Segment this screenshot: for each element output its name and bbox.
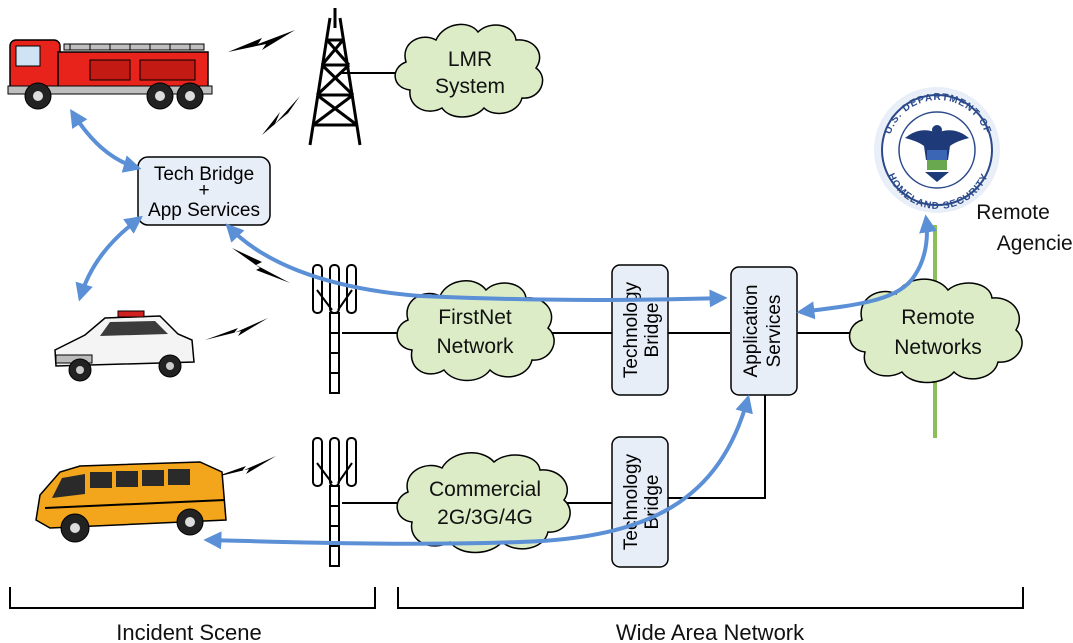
- tech-bridge-app-services-box: Tech Bridge + App Services: [137, 156, 271, 226]
- cloud-lmr: LMR System: [394, 23, 544, 118]
- cloud-commercial-line2: 2G/3G/4G: [437, 506, 533, 529]
- wide-area-network-bracket: [397, 587, 1024, 609]
- cloud-firstnet-line1: FirstNet: [438, 306, 512, 329]
- fire-truck-icon: [7, 39, 213, 110]
- radio-tower-icon: [308, 8, 362, 146]
- cloud-remote-networks-line2: Networks: [894, 336, 982, 359]
- application-services-box: Application Services: [730, 266, 798, 396]
- technology-bridge-bottom-box: Technology Bridge: [611, 436, 669, 568]
- cloud-lmr-line2: System: [435, 75, 505, 98]
- brackets: [9, 587, 1024, 609]
- cloud-lmr-line1: LMR: [448, 48, 492, 71]
- application-services-line2: Services: [764, 295, 785, 368]
- cloud-commercial-line1: Commercial: [429, 478, 541, 501]
- data-flow-arrows: [70, 108, 937, 550]
- dhs-seal-icon: U.S. DEPARTMENT OF HOMELAND SECURITY: [874, 87, 1000, 213]
- technology-bridge-top-line1: Technology: [621, 281, 642, 378]
- remote-agencies-label-line1: Remote: [976, 201, 1050, 224]
- wide-area-network-label: Wide Area Network: [616, 620, 805, 643]
- incident-scene-label: Incident Scene: [116, 620, 262, 643]
- tech-bridge-line3: App Services: [148, 200, 260, 221]
- technology-bridge-bottom-line1: Technology: [621, 453, 642, 550]
- cloud-remote-networks: Remote Networks: [848, 278, 1023, 384]
- cloud-remote-networks-line1: Remote: [901, 306, 975, 329]
- cloud-firstnet-line2: Network: [436, 335, 514, 358]
- tech-bridge-line2: +: [198, 180, 209, 201]
- technology-bridge-top-box: Technology Bridge: [611, 264, 669, 396]
- cloud-commercial: Commercial 2G/3G/4G: [396, 452, 571, 554]
- police-car-icon: [54, 310, 195, 382]
- incident-scene-bracket: [9, 587, 376, 609]
- wireless-signal-icon: [205, 30, 300, 478]
- technology-bridge-top-line2: Bridge: [642, 303, 663, 358]
- school-bus-icon: [35, 461, 227, 543]
- tech-bridge-line1: Tech Bridge: [154, 164, 254, 185]
- application-services-line1: Application: [741, 285, 762, 378]
- remote-agencies-label-line2: Agencies: [997, 232, 1073, 255]
